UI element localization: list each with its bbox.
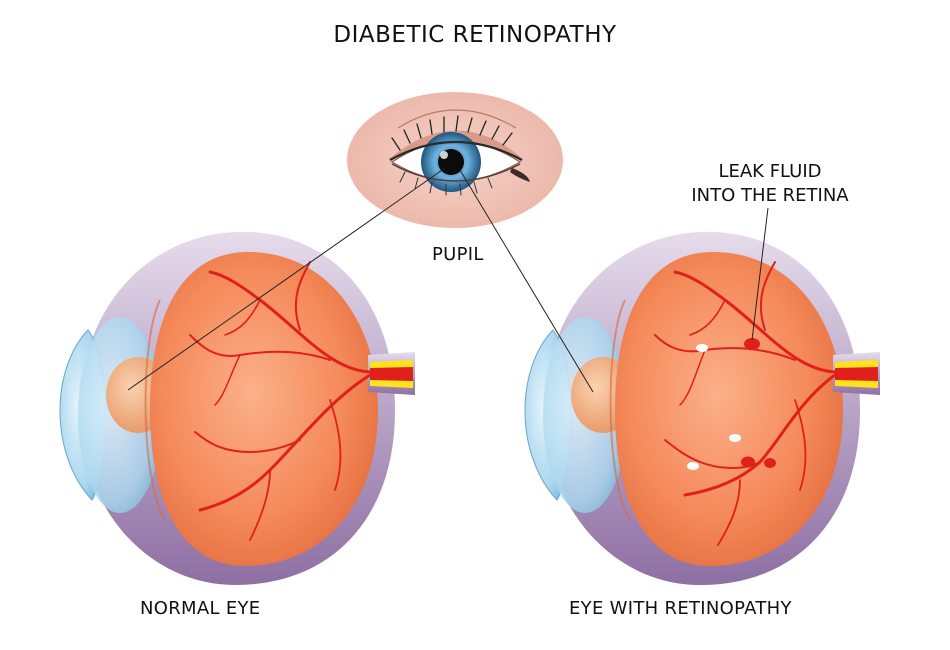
leader-lines [127,167,769,393]
normal-eye-illustration [59,231,415,585]
retina [150,251,378,566]
pupil-label: PUPIL [432,244,484,265]
leak-label-line2: INTO THE RETINA [691,185,849,206]
diagram-title: DIABETIC RETINOPATHY [333,22,617,48]
leak-label-line1: LEAK FLUID [718,161,822,182]
hemorrhage-spots [741,338,776,468]
leak-fluid-label: LEAK FLUID INTO THE RETINA [660,160,880,208]
retina [615,251,843,566]
exudates [687,344,741,470]
retinopathy-eye-illustration [524,231,880,585]
front-eye-illustration [347,92,563,228]
retinopathy-eye-label: EYE WITH RETINOPATHY [569,598,792,619]
normal-eye-label: NORMAL EYE [140,598,261,619]
